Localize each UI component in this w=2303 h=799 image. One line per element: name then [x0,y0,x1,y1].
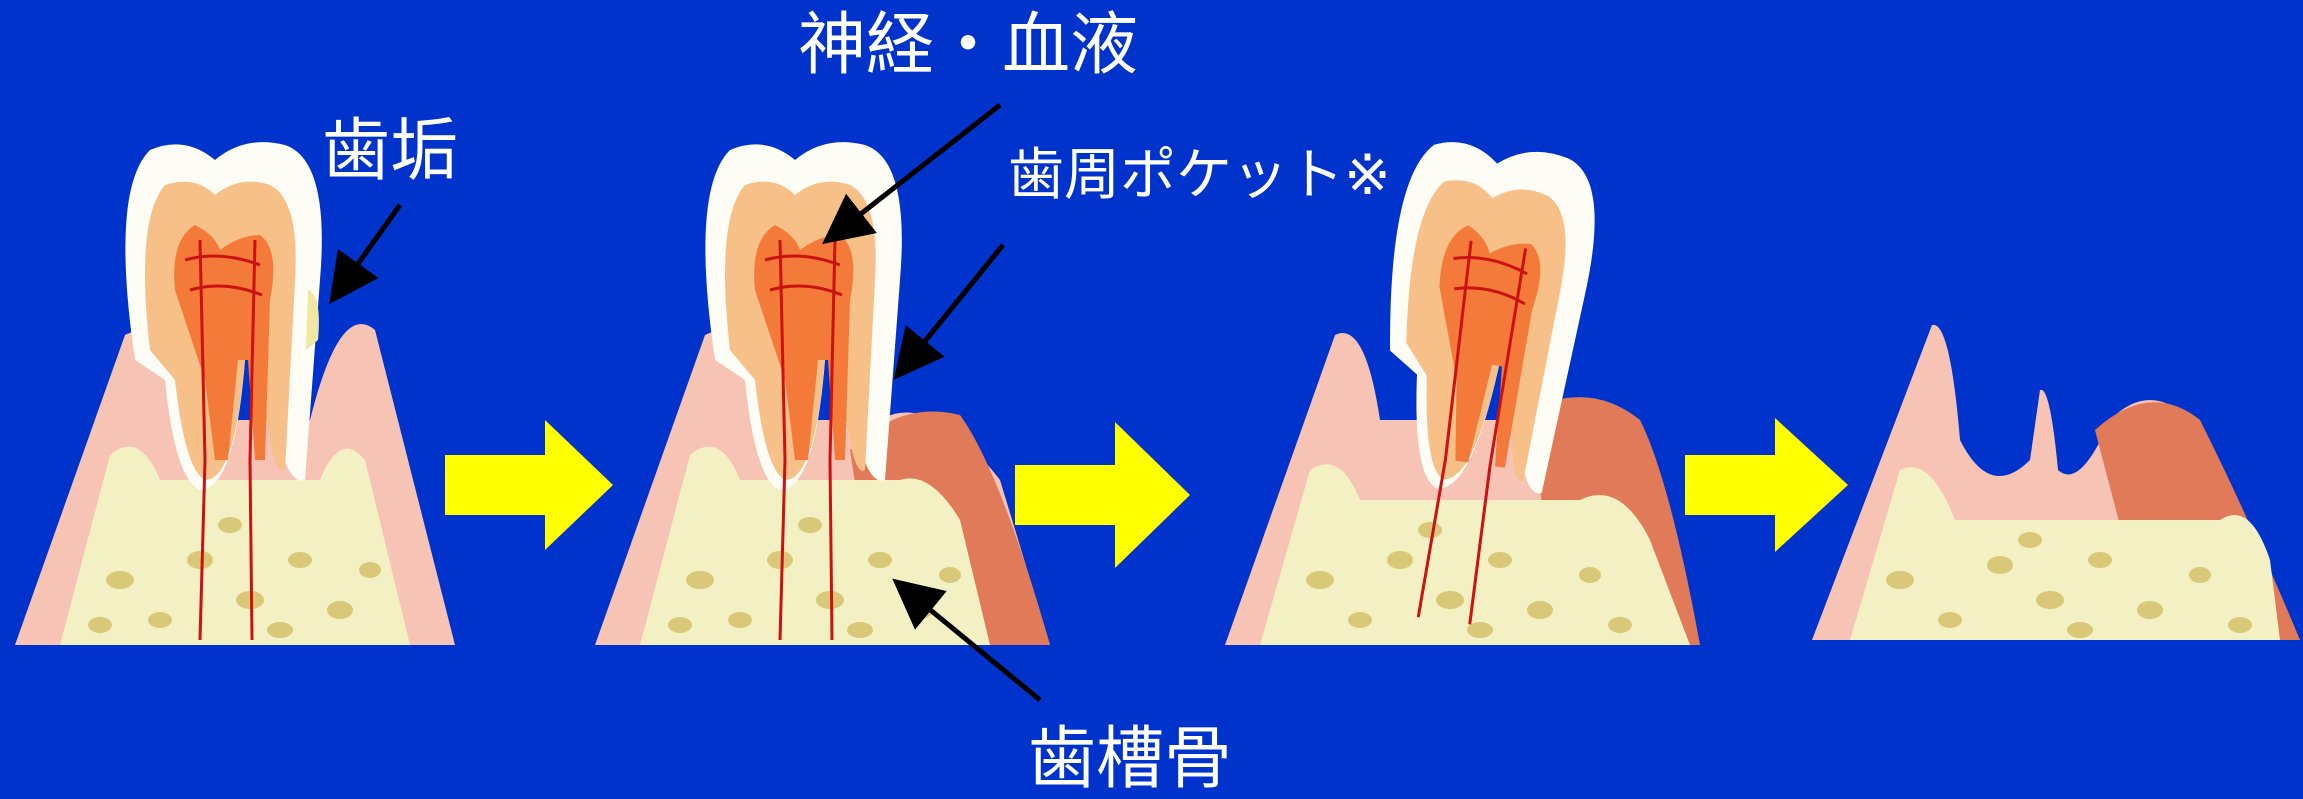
label-periodontal-pocket: 歯周ポケット※ [1008,148,1391,204]
label-nerve-blood: 神経・血液 [798,12,1138,80]
pointer-plaque [335,205,400,296]
progression-arrow-1 [445,420,613,550]
progression-arrow-3 [1685,418,1848,552]
stage-4-tooth-cross-section [1812,325,2300,640]
label-plaque: 歯垢 [322,118,458,186]
stage-2-tooth-cross-section [595,142,1050,645]
label-alveolar-bone: 歯槽骨 [1028,726,1232,794]
stage-3-tooth-cross-section [1225,133,1700,645]
pointer-periodontal-pocket [900,245,1003,372]
progression-arrow-2 [1015,422,1190,568]
